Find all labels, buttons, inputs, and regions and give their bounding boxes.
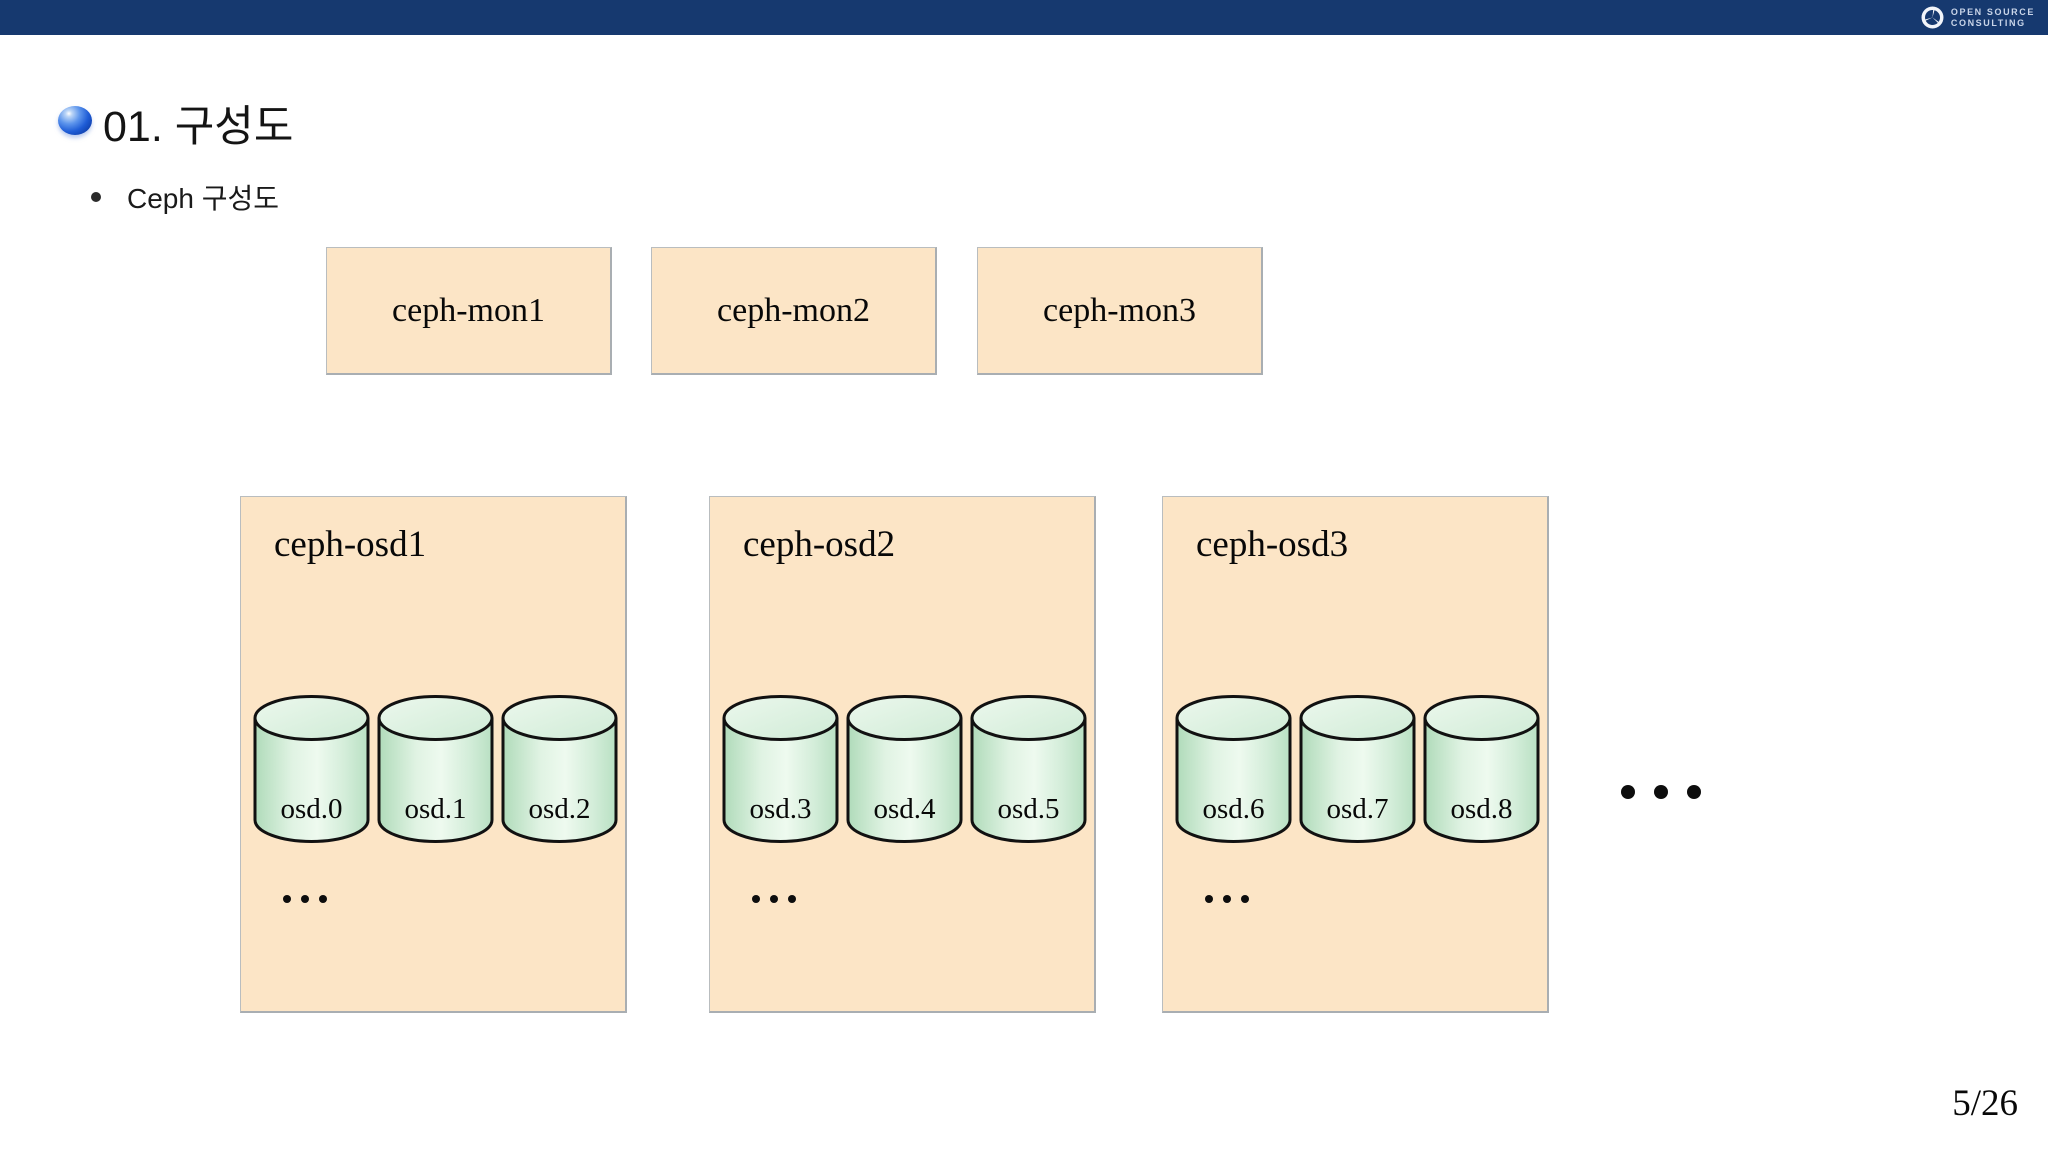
osd-node-label: ceph-osd1 bbox=[274, 524, 427, 565]
osd-disk-label: osd.3 bbox=[749, 793, 812, 825]
osd-cylinder: osd.3 bbox=[721, 693, 840, 843]
cylinder-row: osd.6 osd.7 osd.8 bbox=[1174, 693, 1541, 843]
osd-cylinder: osd.8 bbox=[1422, 693, 1541, 843]
cylinder-row: osd.0 osd.1 osd.2 bbox=[252, 693, 619, 843]
osd-node-box: ceph-osd1 osd.0 osd.1 bbox=[240, 496, 627, 1013]
title-sphere-icon bbox=[58, 106, 92, 135]
cylinder-shape-icon bbox=[253, 695, 370, 843]
osd-disk-label: osd.1 bbox=[404, 793, 467, 825]
logo-text-line2: CONSULTING bbox=[1950, 17, 2026, 28]
more-osds-ellipsis-icon bbox=[283, 895, 327, 903]
osd-cylinder: osd.6 bbox=[1174, 693, 1293, 843]
bullet-dot-icon bbox=[91, 192, 101, 202]
company-logo: OPEN SOURCE CONSULTING bbox=[1921, 4, 2035, 31]
cylinder-shape-icon bbox=[970, 695, 1087, 843]
osd-disk-label: osd.0 bbox=[280, 793, 343, 825]
osd-disk-label: osd.4 bbox=[873, 793, 936, 825]
mon-node-label: ceph-mon2 bbox=[717, 291, 870, 329]
subtitle-text: Ceph 구성도 bbox=[127, 183, 279, 214]
osd-node-label: ceph-osd2 bbox=[743, 524, 896, 565]
cylinder-shape-icon bbox=[1299, 695, 1416, 843]
osd-cylinder: osd.0 bbox=[252, 693, 371, 843]
cylinder-shape-icon bbox=[846, 695, 963, 843]
osc-logo-icon bbox=[1921, 6, 1944, 29]
osd-node-box: ceph-osd3 osd.6 osd.7 bbox=[1162, 496, 1549, 1013]
osd-disk-label: osd.7 bbox=[1326, 793, 1389, 825]
osd-disk-label: osd.5 bbox=[997, 793, 1060, 825]
mon-node-box: ceph-mon3 bbox=[977, 247, 1263, 375]
more-osds-ellipsis-icon bbox=[1205, 895, 1249, 903]
mon-node-box: ceph-mon2 bbox=[651, 247, 937, 375]
osd-disk-label: osd.2 bbox=[528, 793, 591, 825]
cylinder-shape-icon bbox=[377, 695, 494, 843]
page-number: 5/26 bbox=[1952, 1083, 2018, 1124]
mon-node-box: ceph-mon1 bbox=[326, 247, 612, 375]
cylinder-shape-icon bbox=[1175, 695, 1292, 843]
mon-node-label: ceph-mon1 bbox=[392, 291, 545, 329]
more-nodes-ellipsis-icon bbox=[1621, 785, 1701, 799]
osd-cylinder: osd.5 bbox=[969, 693, 1088, 843]
page-title: 01. 구성도 bbox=[103, 103, 294, 151]
logo-text: OPEN SOURCE CONSULTING bbox=[1951, 7, 2035, 29]
logo-text-line1: OPEN SOURCE bbox=[1950, 6, 2035, 17]
cylinder-shape-icon bbox=[722, 695, 839, 843]
cylinder-shape-icon bbox=[1423, 695, 1540, 843]
osd-node-box: ceph-osd2 osd.3 osd.4 bbox=[709, 496, 1096, 1013]
osd-node-label: ceph-osd3 bbox=[1196, 524, 1349, 565]
osd-disk-label: osd.8 bbox=[1450, 793, 1513, 825]
cylinder-shape-icon bbox=[501, 695, 618, 843]
osd-cylinder: osd.4 bbox=[845, 693, 964, 843]
cylinder-row: osd.3 osd.4 osd.5 bbox=[721, 693, 1088, 843]
osd-disk-label: osd.6 bbox=[1202, 793, 1265, 825]
osd-cylinder: osd.7 bbox=[1298, 693, 1417, 843]
mon-node-label: ceph-mon3 bbox=[1043, 291, 1196, 329]
header-bar: OPEN SOURCE CONSULTING bbox=[0, 0, 2048, 35]
osd-cylinder: osd.2 bbox=[500, 693, 619, 843]
more-osds-ellipsis-icon bbox=[752, 895, 796, 903]
osd-cylinder: osd.1 bbox=[376, 693, 495, 843]
